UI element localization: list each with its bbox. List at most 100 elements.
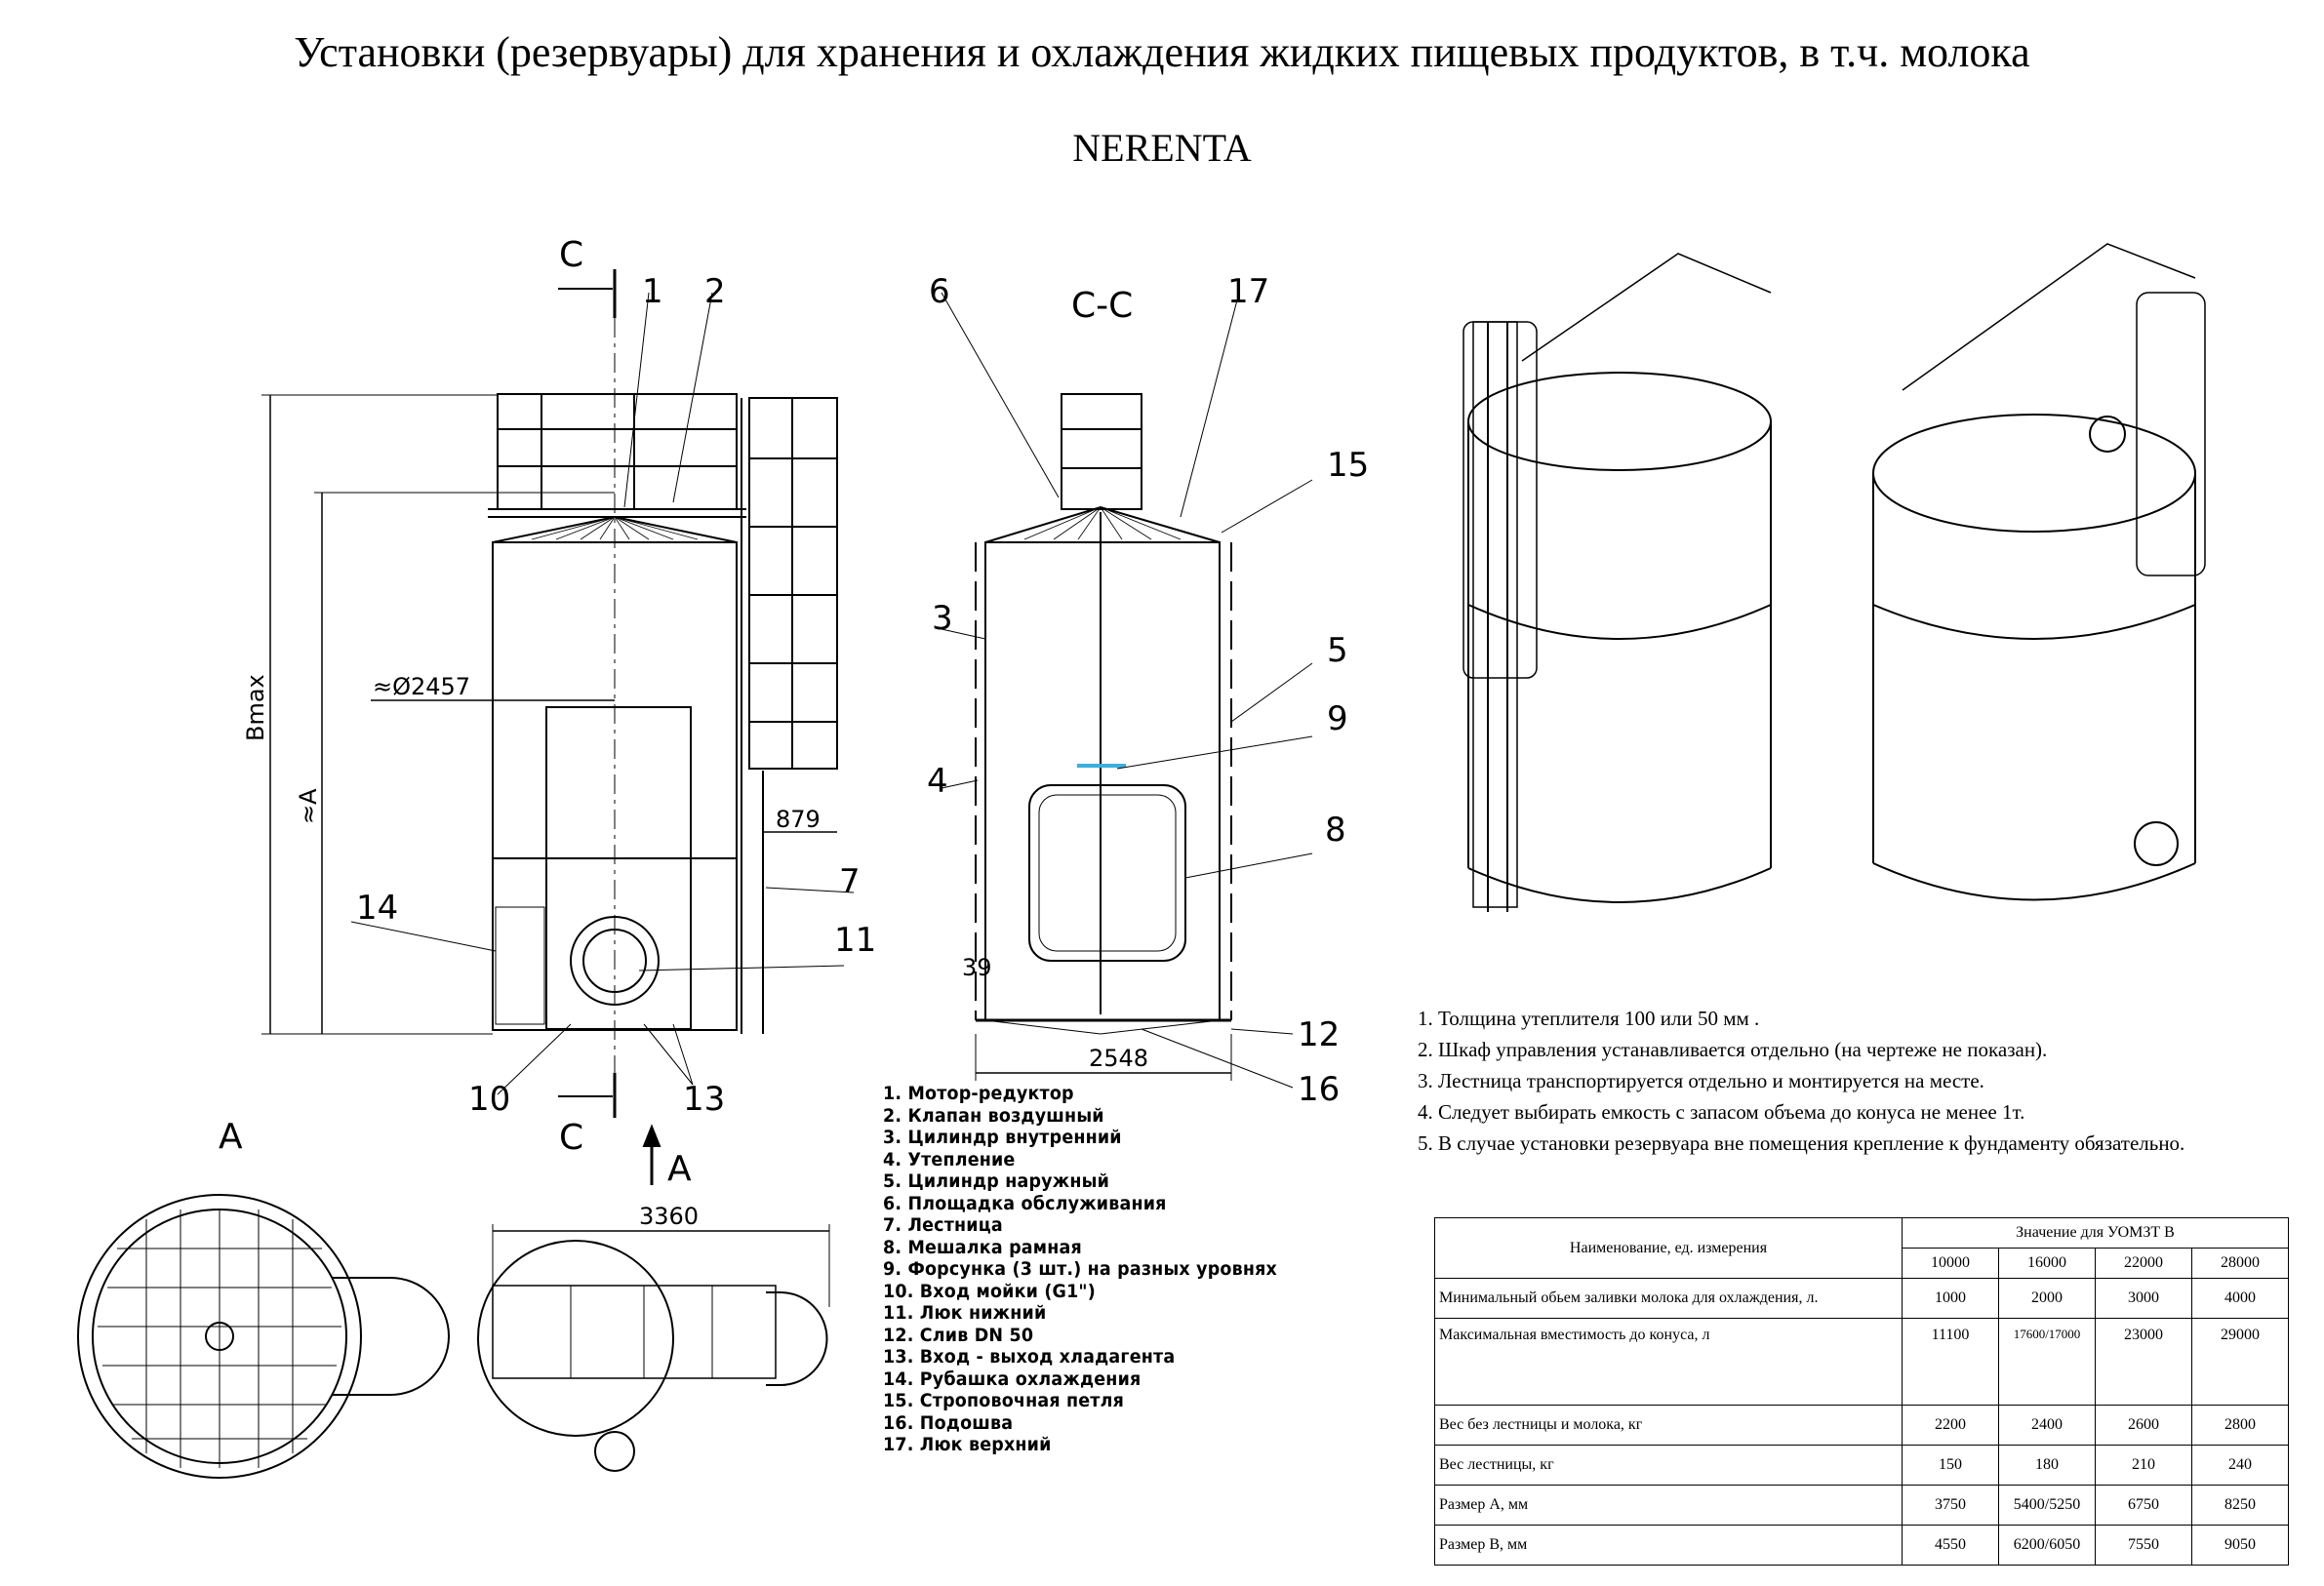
parts-legend: 1. Мотор-редуктор 2. Клапан воздушный 3.…	[883, 1083, 1311, 1456]
cell-value: 2800	[2191, 1405, 2289, 1446]
spec-table: Наименование, ед. измерения Значение для…	[1434, 1217, 2289, 1566]
isometric-view-right	[1872, 243, 2206, 901]
plan-view-a	[77, 1194, 830, 1479]
row-label: Минимальный обьем заливки молока для охл…	[1434, 1278, 1903, 1319]
plan-width-dim: 3360	[639, 1203, 699, 1230]
cell-value: 7550	[2095, 1525, 2192, 1566]
table-row: Размер А, мм 3750 5400/5250 6750 8250	[1434, 1485, 2289, 1526]
cell-value: 210	[2095, 1445, 2192, 1486]
view-arrow-label: A	[667, 1149, 692, 1189]
legend-item: 5. Цилиндр наружный	[883, 1170, 1110, 1192]
model-header: 10000	[1902, 1248, 1999, 1279]
cell-value: 11100	[1902, 1318, 1999, 1406]
table-row: Размер В, мм 4550 6200/6050 7550 9050	[1434, 1525, 2289, 1566]
callout-1: 1	[642, 272, 663, 311]
model-header: 28000	[2191, 1248, 2289, 1279]
note-item: 5. В случае установки резервуара вне пом…	[1418, 1131, 2185, 1155]
section-width-dim: 2548	[1089, 1045, 1148, 1072]
callout-2: 2	[704, 272, 726, 311]
legend-item: 4. Утепление	[883, 1148, 1016, 1170]
row-label: Максимальная вместимость до конуса, л	[1434, 1318, 1903, 1406]
section-mark-top: C	[559, 235, 583, 275]
legend-item: 3. Цилиндр внутренний	[883, 1127, 1122, 1148]
small-dim: 39	[962, 954, 992, 981]
callout-3: 3	[932, 599, 953, 638]
legend-item: 13. Вход - выход хладагента	[883, 1346, 1176, 1368]
section-mark-bottom: C	[559, 1118, 583, 1158]
table-row: Максимальная вместимость до конуса, л 11…	[1434, 1318, 2289, 1406]
plan-view-label: A	[219, 1117, 243, 1157]
legend-item: 10. Вход мойки (G1")	[883, 1280, 1096, 1302]
diameter-dim: ≈Ø2457	[373, 673, 470, 700]
legend-item: 15. Строповочная петля	[883, 1390, 1125, 1411]
cell-value: 2600	[2095, 1405, 2192, 1446]
note-item: 2. Шкаф управления устанавливается отдел…	[1418, 1038, 2048, 1061]
cell-value: 240	[2191, 1445, 2289, 1486]
callout-14: 14	[356, 889, 398, 928]
row-label: Размер А, мм	[1434, 1485, 1903, 1526]
section-view-title: C-C	[1071, 286, 1133, 326]
cell-value: 9050	[2191, 1525, 2289, 1566]
cell-value: 180	[1998, 1445, 2096, 1486]
callout-9: 9	[1327, 699, 1348, 738]
cell-value: 3000	[2095, 1278, 2192, 1319]
legend-item: 16. Подошва	[883, 1411, 1014, 1434]
page-title: Установки (резервуары) для хранения и ох…	[294, 28, 2030, 76]
cell-value: 2200	[1902, 1405, 1999, 1446]
brand-name: NERENTA	[1072, 126, 1252, 170]
a-height-dim: ≈A	[295, 788, 322, 824]
legend-item: 2. Клапан воздушный	[883, 1104, 1104, 1127]
front-view	[261, 269, 855, 1118]
cell-value: 150	[1902, 1445, 1999, 1486]
callout-12: 12	[1298, 1015, 1340, 1054]
model-header: 22000	[2095, 1248, 2192, 1279]
callout-13: 13	[683, 1080, 725, 1119]
legend-item: 14. Рубашка охлаждения	[883, 1368, 1142, 1390]
cell-value: 23000	[2095, 1318, 2192, 1406]
legend-item: 12. Слив DN 50	[883, 1324, 1034, 1346]
legend-item: 11. Люк нижний	[883, 1302, 1047, 1324]
table-row: Минимальный обьем заливки молока для охл…	[1434, 1278, 2289, 1319]
bmax-dim: Bmax	[242, 674, 269, 741]
row-label: Вес лестницы, кг	[1434, 1445, 1903, 1486]
cell-value: 5400/5250	[1998, 1485, 2096, 1526]
cell-value: 1000	[1902, 1278, 1999, 1319]
legend-item: 6. Площадка обслуживания	[883, 1192, 1167, 1214]
cell-value: 17600/17000	[1998, 1318, 2096, 1406]
legend-item: 8. Мешалка рамная	[883, 1236, 1082, 1258]
callout-10: 10	[468, 1080, 510, 1119]
cell-value: 2400	[1998, 1405, 2096, 1446]
legend-item: 1. Мотор-редуктор	[883, 1083, 1074, 1104]
cell-value: 8250	[2191, 1485, 2289, 1526]
callout-16: 16	[1298, 1070, 1340, 1109]
callout-8: 8	[1325, 811, 1346, 850]
row-label: Вес без лестницы и молока, кг	[1434, 1405, 1903, 1446]
spec-header-label: Наименование, ед. измерения	[1434, 1217, 1903, 1279]
callout-15: 15	[1327, 446, 1369, 485]
callout-6: 6	[929, 272, 950, 311]
callout-11: 11	[834, 921, 876, 960]
callout-17: 17	[1227, 272, 1269, 311]
table-row: Вес лестницы, кг 150 180 210 240	[1434, 1445, 2289, 1486]
callout-7: 7	[839, 862, 861, 901]
isometric-view-left	[1463, 253, 1772, 912]
cell-value: 6200/6050	[1998, 1525, 2096, 1566]
model-header: 16000	[1998, 1248, 2096, 1279]
note-item: 1. Толщина утеплителя 100 или 50 мм .	[1418, 1007, 1760, 1030]
cell-value: 4550	[1902, 1525, 1999, 1566]
notes-list: 1. Толщина утеплителя 100 или 50 мм . 2.…	[1418, 1003, 2184, 1159]
legend-item: 17. Люк верхний	[883, 1434, 1052, 1455]
legend-item: 9. Форсунка (3 шт.) на разных уровнях	[883, 1258, 1278, 1280]
table-row: Вес без лестницы и молока, кг 2200 2400 …	[1434, 1405, 2289, 1446]
cell-value: 29000	[2191, 1318, 2289, 1406]
section-view	[941, 292, 1313, 1089]
callout-5: 5	[1327, 631, 1348, 670]
note-item: 3. Лестница транспортируется отдельно и …	[1418, 1069, 1984, 1092]
callout-4: 4	[927, 762, 948, 801]
cell-value: 3750	[1902, 1485, 1999, 1526]
note-item: 4. Следует выбирать емкость с запасом об…	[1418, 1100, 2025, 1124]
cell-value: 4000	[2191, 1278, 2289, 1319]
row-label: Размер В, мм	[1434, 1525, 1903, 1566]
legend-item: 7. Лестница	[883, 1214, 1003, 1236]
